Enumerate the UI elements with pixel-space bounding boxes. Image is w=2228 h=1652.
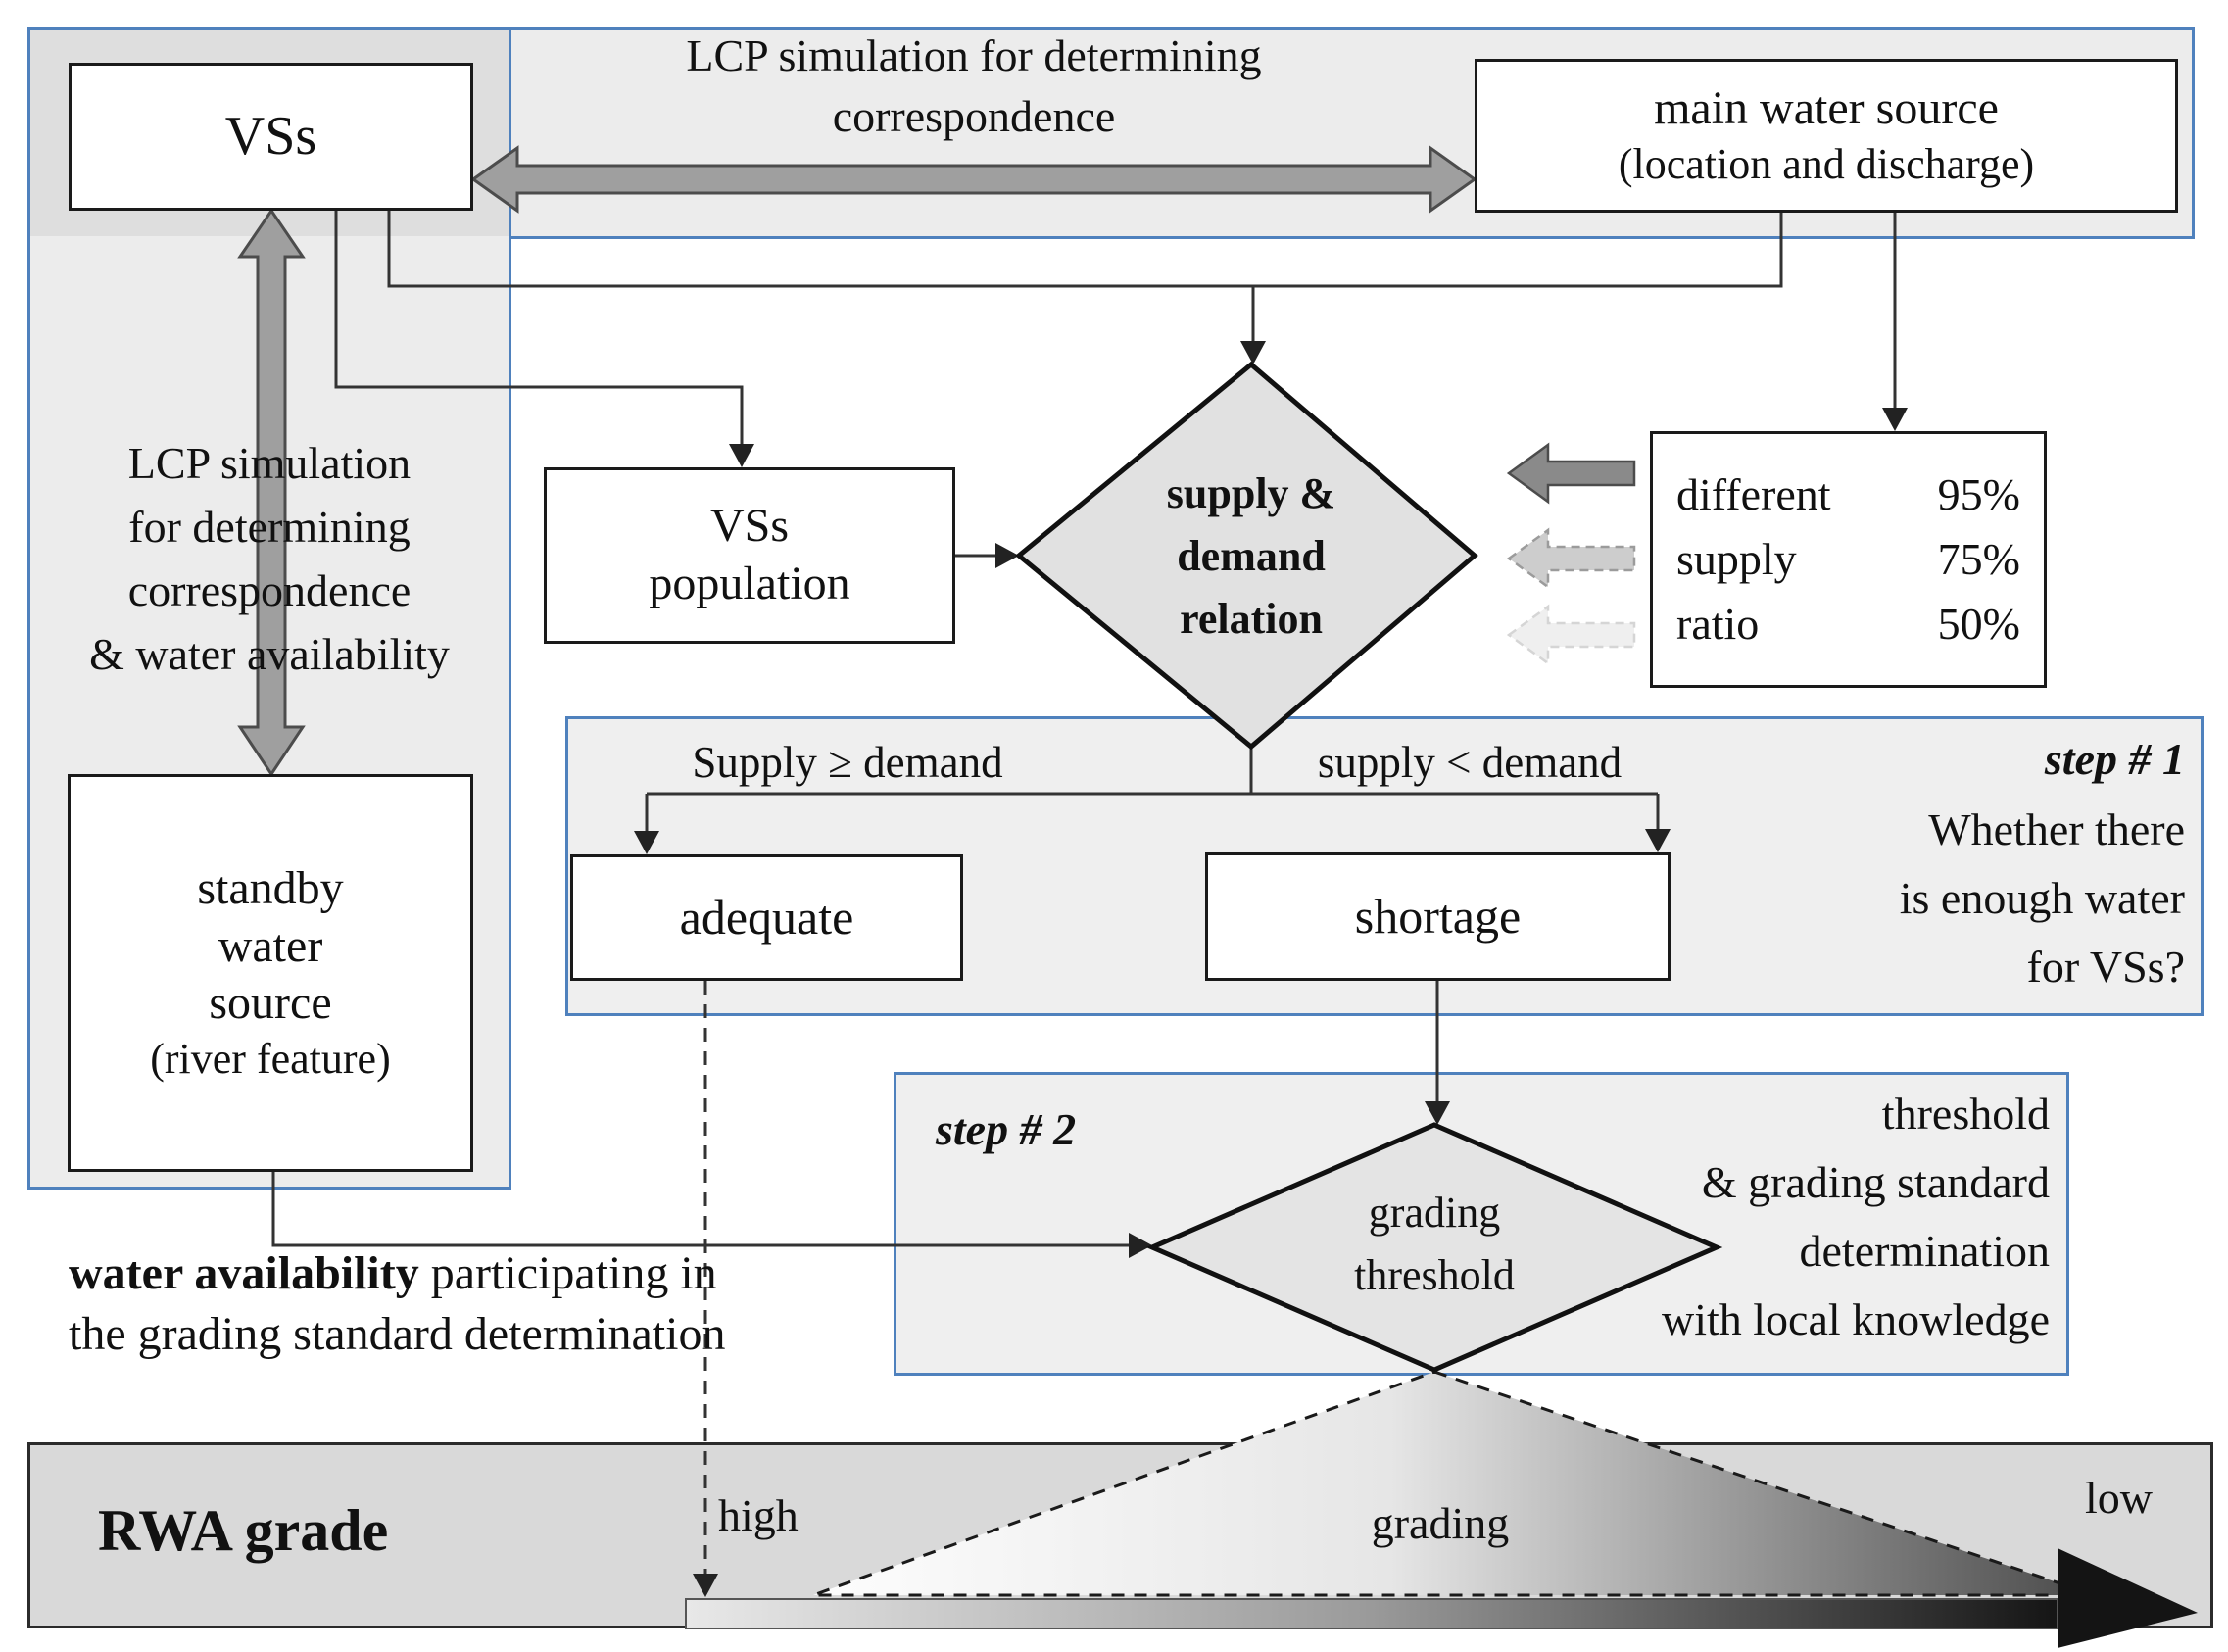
- high-label: high: [718, 1490, 799, 1540]
- shortage-node: shortage: [1205, 852, 1671, 981]
- supply-lt-demand-label: supply < demand: [1317, 738, 1623, 787]
- ratio-label-2: supply: [1676, 533, 1797, 584]
- grading-threshold-line2: threshold: [1354, 1251, 1515, 1299]
- ratio-value-1: 95%: [1937, 468, 2020, 519]
- adequate-label: adequate: [679, 890, 854, 945]
- step2-line4: with local knowledge: [1661, 1294, 2050, 1344]
- ratio-row: supply 75%: [1653, 532, 2044, 587]
- flow-arrowheads: [634, 341, 1908, 1597]
- grading-gradient-triangle: [812, 1370, 2096, 1597]
- vss-population-node: VSs population: [544, 467, 955, 644]
- step1-line2: is enough water: [1899, 873, 2185, 923]
- adequate-node: adequate: [570, 854, 963, 981]
- main-water-source-sublabel: (location and discharge): [1618, 139, 2035, 188]
- shortage-label: shortage: [1354, 889, 1522, 944]
- flow-lines: [271, 211, 1897, 1576]
- ratio-row: ratio 50%: [1653, 597, 2044, 652]
- standby-water-source-node: standby water source (river feature): [68, 774, 473, 1172]
- water-availability-bold: water availability: [69, 1247, 419, 1299]
- gradient-arrow-head: [2058, 1548, 2198, 1648]
- grading-threshold-line1: grading: [1368, 1189, 1501, 1237]
- standby-line2: water: [218, 919, 323, 972]
- ratio-arrow-95-icon: [1506, 442, 1636, 505]
- rwa-grade-title: RWA grade: [98, 1498, 389, 1563]
- lcp-left-line4: & water availability: [89, 629, 450, 679]
- lcp-left-line1: LCP simulation: [127, 438, 412, 488]
- lcp-left-line3: correspondence: [127, 565, 412, 615]
- water-availability-note-line1: water availability participating in: [69, 1246, 717, 1300]
- main-water-source-label: main water source: [1654, 82, 1999, 135]
- step1-line1: Whether there: [1928, 804, 2185, 854]
- gradient-arrow-shaft: [685, 1598, 2058, 1629]
- ratio-label-3: ratio: [1676, 599, 1760, 650]
- ratio-label-1: different: [1676, 468, 1831, 519]
- double-arrow-horizontal: [470, 145, 1477, 214]
- standby-line1: standby: [197, 862, 344, 915]
- step2-line1: threshold: [1881, 1089, 2050, 1139]
- ratio-value-2: 75%: [1937, 533, 2020, 584]
- lcp-left-line2: for determining: [128, 502, 411, 552]
- vss-label: VSs: [224, 106, 317, 168]
- grading-threshold-diamond: [1145, 1122, 1723, 1373]
- different-supply-ratio-node: different 95% supply 75% ratio 50%: [1650, 431, 2047, 688]
- step2-line2: & grading standard: [1701, 1157, 2050, 1207]
- ratio-value-3: 50%: [1937, 599, 2020, 650]
- vss-population-line1: VSs: [709, 500, 790, 553]
- double-arrow-vertical: [237, 208, 306, 777]
- vss-node: VSs: [69, 63, 473, 211]
- supply-demand-diamond: [1015, 361, 1478, 751]
- ratio-row: different 95%: [1653, 467, 2044, 522]
- main-water-source-node: main water source (location and discharg…: [1475, 59, 2178, 213]
- water-availability-rest: participating in: [418, 1247, 717, 1299]
- lcp-top-line2: correspondence: [832, 91, 1116, 141]
- supply-demand-line2: demand: [1177, 532, 1326, 580]
- standby-line3: source: [209, 977, 332, 1030]
- supply-ge-demand-label: Supply ≥ demand: [692, 738, 1003, 787]
- step1-title: step # 1: [2044, 734, 2185, 784]
- standby-line4: (river feature): [150, 1034, 391, 1083]
- step2-title: step # 2: [936, 1104, 1077, 1154]
- lcp-top-line1: LCP simulation for determining: [686, 30, 1262, 80]
- supply-demand-line1: supply &: [1166, 469, 1336, 517]
- low-label: low: [2085, 1473, 2153, 1523]
- ratio-arrow-75-icon: [1506, 527, 1636, 590]
- water-availability-note-line2: the grading standard determination: [69, 1308, 726, 1360]
- grading-label: grading: [1371, 1498, 1510, 1548]
- ratio-arrow-50-icon: [1506, 604, 1636, 666]
- step2-line3: determination: [1799, 1226, 2050, 1276]
- vss-population-line2: population: [649, 558, 850, 609]
- step1-line3: for VSs?: [2026, 942, 2185, 992]
- supply-demand-line3: relation: [1180, 595, 1323, 643]
